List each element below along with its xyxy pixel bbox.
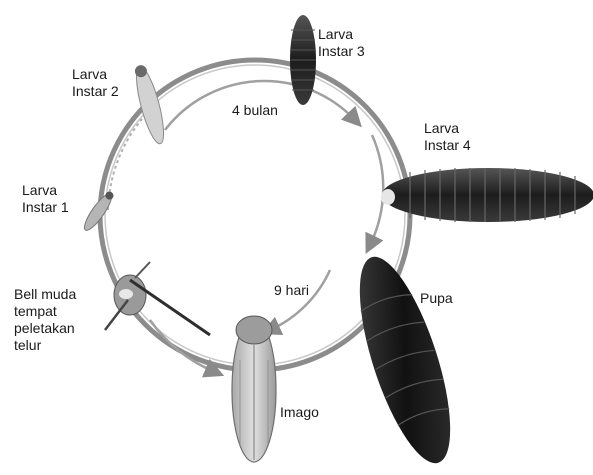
label-line: Instar 2	[72, 83, 119, 100]
imago-image	[232, 316, 276, 462]
label-imago: Imago	[280, 404, 319, 421]
label-larva-instar-4: Larva Instar 4	[424, 120, 471, 154]
larva-instar-2-image	[131, 63, 169, 146]
label-line: Larva	[72, 66, 119, 83]
pupa-period-arrow	[270, 270, 330, 330]
duration-text: 4 bulan	[232, 102, 278, 119]
label-line: Pupa	[420, 290, 453, 307]
label-line: Instar 1	[22, 199, 69, 216]
label-line: Larva	[318, 26, 365, 43]
pupa-image	[341, 247, 469, 470]
label-line: Instar 3	[318, 43, 365, 60]
label-pupa-period: 9 hari	[274, 282, 309, 299]
label-egg-site: Bell muda tempat peletakan telur	[14, 286, 76, 354]
larva-to-pupa-arrow	[370, 135, 383, 245]
label-larva-period: 4 bulan	[232, 102, 278, 119]
label-larva-instar-1: Larva Instar 1	[22, 182, 69, 216]
label-larva-instar-3: Larva Instar 3	[318, 26, 365, 60]
label-line: peletakan	[14, 320, 76, 337]
label-line: Bell muda	[14, 286, 76, 303]
larva-instar-3-image	[290, 15, 316, 105]
larva-instar-4-image	[381, 168, 593, 222]
duration-text: 9 hari	[274, 282, 309, 299]
label-line: tempat	[14, 303, 76, 320]
label-line: telur	[14, 337, 76, 354]
label-larva-instar-2: Larva Instar 2	[72, 66, 119, 100]
label-line: Instar 4	[424, 137, 471, 154]
label-line: Larva	[424, 120, 471, 137]
label-line: Imago	[280, 404, 319, 421]
egg-site-image	[105, 262, 210, 335]
label-line: Larva	[22, 182, 69, 199]
label-pupa: Pupa	[420, 290, 453, 307]
